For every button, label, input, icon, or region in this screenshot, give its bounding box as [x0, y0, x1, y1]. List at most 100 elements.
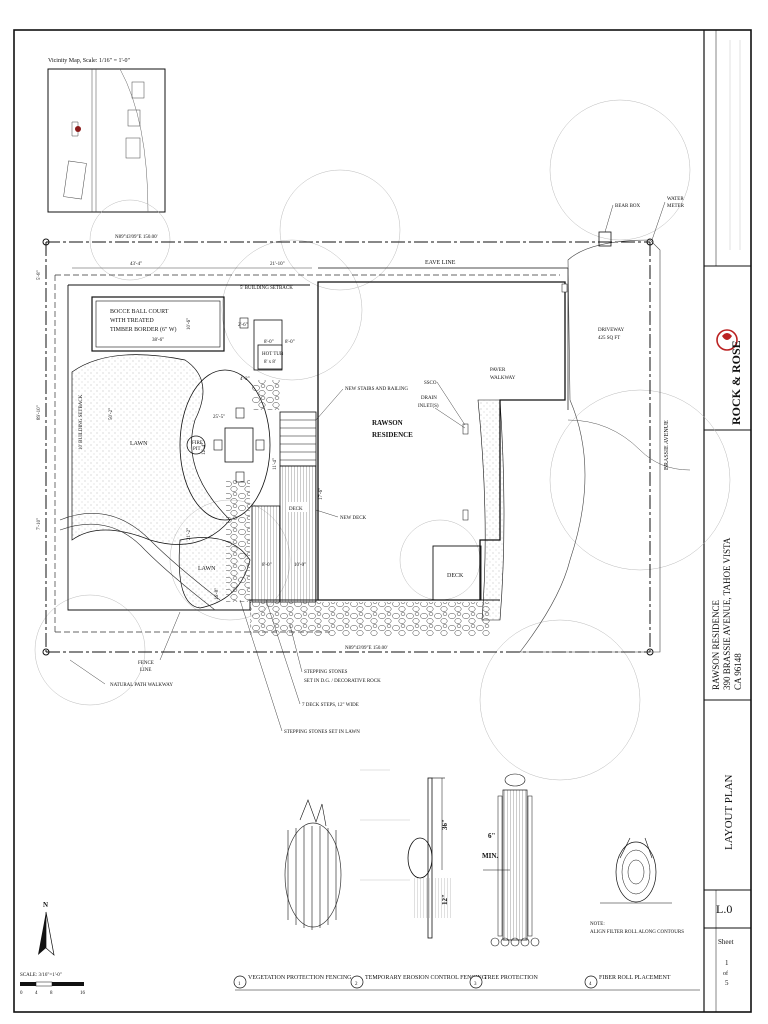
detail-dim-36: 36": [441, 819, 449, 830]
sheet-of-3: 5: [725, 979, 729, 987]
project-address: 390 BRASSIE AVENUE, TAHOE VISTA: [722, 537, 732, 690]
stepping-stones-rock: [250, 602, 490, 636]
scale-tick-0: 0: [20, 991, 23, 996]
detail-1-title: VEGETATION PROTECTION FENCING: [248, 975, 352, 981]
detail-1-number: 1: [238, 982, 241, 987]
hot-tub-label-2: 8' x 8': [264, 360, 276, 365]
fire-pit-label-2: PIT: [193, 447, 201, 452]
detail-3-title: TREE PROTECTION: [484, 975, 538, 981]
new-stairs-label: NEW STAIRS AND RAILING: [345, 387, 408, 392]
sheet-border: [13, 29, 752, 1013]
dim-2: 21'-10": [270, 262, 285, 267]
setback-5-label: 5' BUILDING SETBACK: [240, 286, 293, 291]
detail-4-title: FIBER ROLL PLACEMENT: [599, 975, 671, 981]
detail-tree-protection: 6" MIN.: [482, 773, 540, 947]
natural-path-label: NATURAL PATH WALKWAY: [110, 683, 173, 688]
south-boundary-bearing: N89°43'09"E 150.00': [345, 646, 388, 651]
stepping-stones-lawn-label: STEPPING STONES SET IN LAWN: [284, 730, 360, 735]
detail-4-number: 4: [589, 982, 592, 987]
detail-min-top: 6": [488, 832, 496, 840]
dim-13: 8'-0": [262, 563, 272, 568]
residence-label-line2: RESIDENCE: [372, 431, 413, 439]
street-name-label: BRASSIE AVENUE: [664, 420, 670, 470]
decks: DECK DECK: [251, 465, 482, 603]
sheet-of-1: 1: [725, 959, 729, 967]
scale-tick-2: 8: [50, 991, 53, 996]
residence-label-line1: RAWSON: [372, 419, 403, 427]
natural-path: [59, 513, 221, 601]
sheet-title: LAYOUT PLAN: [723, 774, 735, 850]
dim-7: 8'-0": [285, 340, 295, 345]
fire-pit-patio: FIRE PIT: [179, 369, 271, 521]
eave-line-label: EAVE LINE: [425, 260, 456, 266]
north-arrow: N: [38, 901, 55, 956]
dim-18: 5'-8": [37, 270, 42, 280]
dim-6: 8'-0": [264, 340, 274, 345]
note-text: ALIGN FILTER ROLL ALONG CONTOURS: [590, 930, 684, 935]
dim-14: 10'-0": [294, 563, 306, 568]
dim-1: 43'-4": [130, 262, 142, 267]
hot-tub: HOT TUB 8' x 8': [239, 317, 284, 371]
paver-label-2: WALKWAY: [490, 376, 516, 381]
sheet-number: L.0: [716, 902, 732, 916]
new-stairs: [279, 411, 317, 467]
project-name: RAWSON RESIDENCE: [711, 599, 721, 690]
dim-15: 89'-10": [37, 405, 42, 420]
detail-min-bot: MIN.: [482, 852, 498, 860]
detail-2-number: 2: [355, 982, 358, 987]
detail-titles: 1 VEGETATION PROTECTION FENCING 2 TEMPOR…: [233, 975, 700, 991]
note-heading: NOTE:: [590, 922, 605, 927]
north-boundary-bearing: N89°43'09"E 150.00': [115, 235, 158, 240]
dim-10: 12'-4": [202, 443, 207, 455]
lawn-label-2: LAWN: [198, 566, 216, 572]
bocce-court: BOCCE BALL COURT WITH TREATED TIMBER BOR…: [91, 296, 225, 352]
north-arrow-label: N: [43, 901, 48, 909]
detail-erosion-fencing: 36" 12": [360, 769, 452, 939]
dim-20: 16'-8": [215, 588, 220, 600]
water-meter-label-2: METER: [667, 204, 685, 209]
deck-steps-label: 7 DECK STEPS, 12" WIDE: [302, 703, 359, 708]
dim-9: 25'-5": [213, 415, 225, 420]
bocce-label-1: BOCCE BALL COURT: [110, 309, 169, 315]
title-block: ROCK & ROSE RAWSON RESIDENCE 390 BRASSIE…: [711, 329, 743, 987]
dim-17: 7'-10": [37, 518, 42, 530]
dim-5: 2'-6": [238, 323, 248, 328]
hot-tub-label-1: HOT TUB: [262, 352, 284, 357]
detail-fiber-roll: NOTE: ALIGN FILTER ROLL ALONG CONTOURS: [590, 837, 684, 935]
water-meter-label-1: WATER: [667, 197, 684, 202]
callouts: SSCO PAVER WALKWAY DRAIN INLET(S) NEW ST…: [69, 286, 516, 735]
new-deck-label: NEW DECK: [340, 516, 367, 521]
stepping-stones-label-2: SET IN D.G. / DECORATIVE ROCK: [304, 679, 381, 684]
sheet-of-2: of: [723, 970, 728, 977]
setback-10-label: 10' BUILDING SETBACK: [79, 394, 84, 450]
dim-19: 21'-2": [187, 528, 192, 540]
dimensions: 43'-4" 21'-10" 38'-6" 10'-6" 2'-6" 8'-0"…: [37, 262, 324, 600]
detail-vegetation-fencing: [284, 799, 342, 930]
vicinity-map: Vicinity Map, Scale: 1/16" = 1'-0": [47, 58, 166, 213]
firm-name: ROCK & ROSE: [729, 340, 743, 425]
detail-3-number: 3: [474, 982, 477, 987]
driveway: [519, 239, 661, 653]
bear-box-label: BEAR BOX: [615, 204, 641, 209]
dim-3: 38'-6": [152, 338, 164, 343]
scale-tick-1: 4: [35, 991, 38, 996]
dim-4: 10'-6": [187, 318, 192, 330]
driveway-label-2: 425 SQ FT: [598, 336, 620, 341]
detail-2-title: TEMPORARY EROSION CONTROL FENCING: [365, 975, 487, 981]
dim-8: 4'-2": [240, 377, 250, 382]
stepping-stones-label-1: STEPPING STONES: [304, 670, 348, 675]
fence-line-label-1: FENCE: [138, 661, 154, 666]
dim-12: 17'-6": [319, 488, 324, 500]
revision-block: [729, 40, 741, 250]
fence-line-label-2: LINE: [140, 668, 151, 673]
deck-label-2: DECK: [447, 573, 464, 579]
drain-label-2: INLET(S): [418, 404, 439, 409]
bocce-label-2: WITH TREATED: [110, 318, 154, 324]
ssco-label: SSCO: [424, 381, 437, 386]
project-city: CA 96148: [733, 653, 743, 690]
fire-pit-label-1: FIRE: [192, 441, 203, 446]
property-boundary: N89°43'09"E 150.00' N89°43'09"E 150.00': [42, 235, 654, 656]
deck-label-1: DECK: [289, 507, 303, 512]
scale-bar: SCALE: 3/16"=1'-0" 0 4 8 16: [20, 973, 86, 996]
